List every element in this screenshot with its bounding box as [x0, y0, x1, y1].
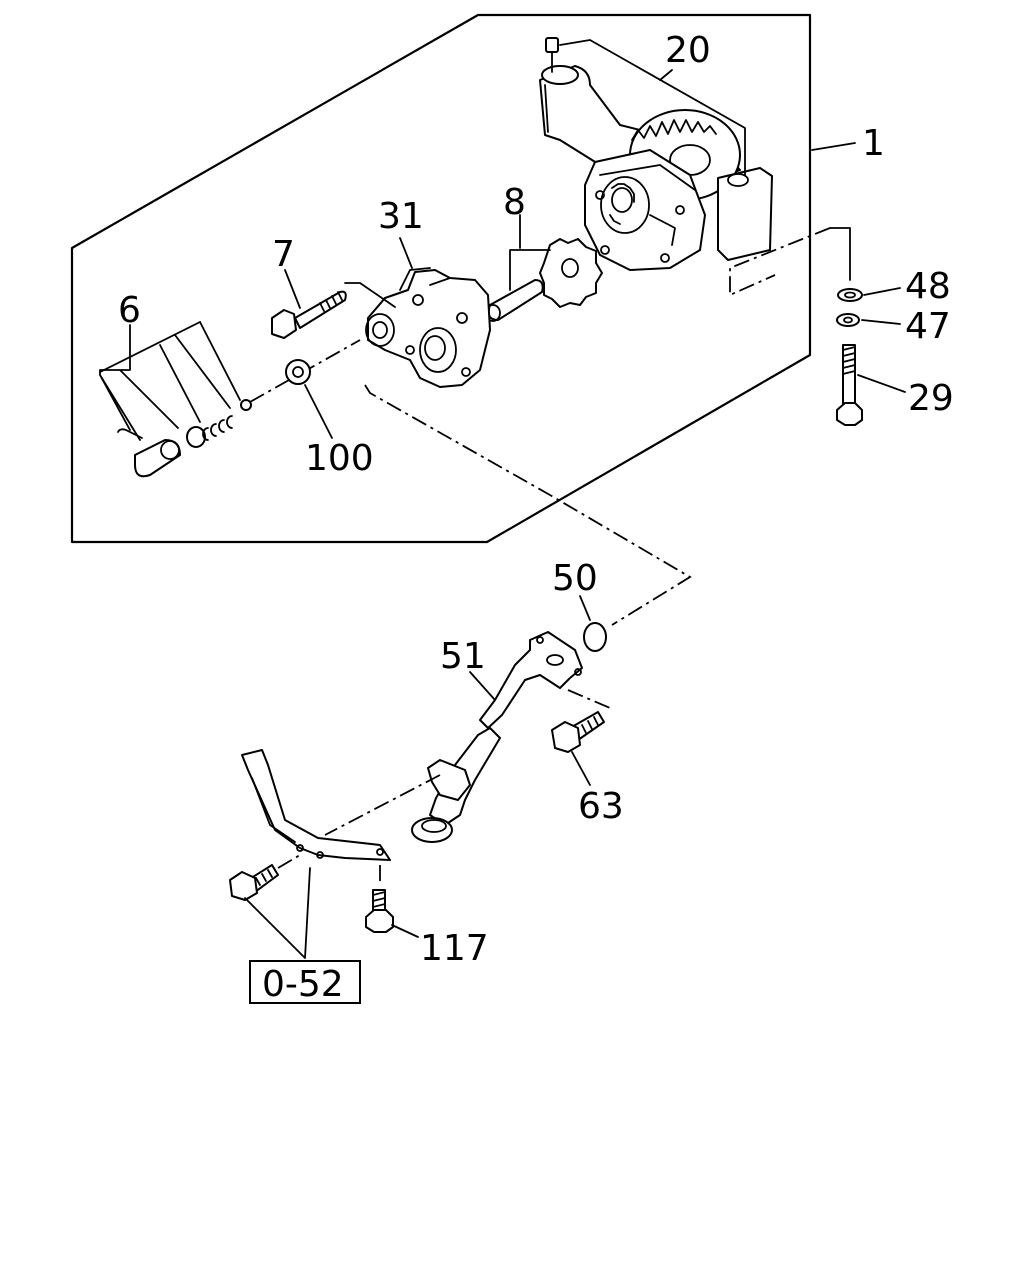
leader-51 — [469, 671, 496, 701]
washer-100 — [285, 359, 311, 385]
callout-8: 8 — [503, 182, 526, 223]
leader-117 — [391, 924, 419, 938]
lock-washer-47 — [836, 313, 860, 327]
pump-housing — [539, 65, 773, 271]
rotor-shaft — [485, 279, 544, 322]
callout-100: 100 — [305, 438, 374, 479]
pipe-bolt-63 — [551, 711, 605, 753]
o-ring — [583, 622, 607, 652]
callout-47: 47 — [905, 306, 951, 347]
callout-117: 117 — [420, 928, 489, 969]
dowel-pin — [545, 37, 559, 73]
leader-47 — [861, 319, 901, 325]
cover-bolt — [271, 290, 347, 339]
pump-bolt-29 — [836, 344, 863, 426]
pipe-bracket — [241, 749, 391, 861]
bracket-bolt-ref — [229, 864, 279, 901]
reference-box-frame — [249, 960, 361, 1004]
callout-31: 31 — [378, 196, 424, 237]
leader-6 — [99, 321, 241, 441]
leader-100 — [304, 384, 333, 439]
callout-7: 7 — [272, 234, 295, 275]
suction-pipe — [411, 631, 583, 843]
inner-rotor — [539, 238, 603, 308]
callout-29: 29 — [908, 378, 954, 419]
leader-29 — [857, 374, 906, 393]
relief-valve-parts — [117, 399, 252, 478]
leader-0-52 — [244, 867, 311, 959]
assembly-frame — [70, 13, 812, 544]
callout-51: 51 — [440, 636, 486, 677]
callout-6: 6 — [118, 290, 141, 331]
callout-20: 20 — [665, 30, 711, 71]
callout-63: 63 — [578, 786, 624, 827]
pump-cover — [365, 267, 491, 388]
leader-31 — [399, 237, 413, 269]
leader-7 — [284, 269, 301, 309]
bracket-bolt-117 — [365, 889, 394, 933]
leader-48 — [863, 287, 901, 296]
callout-50: 50 — [552, 558, 598, 599]
leader-20 — [559, 39, 746, 176]
reference-box-label: 0-52 — [262, 964, 344, 1005]
callout-48: 48 — [905, 266, 951, 307]
leader-1 — [811, 142, 856, 151]
leader-63 — [571, 751, 591, 786]
callout-1: 1 — [862, 123, 885, 164]
leader-50 — [579, 595, 591, 621]
leader-8 — [509, 249, 551, 291]
washer-48 — [837, 288, 863, 302]
